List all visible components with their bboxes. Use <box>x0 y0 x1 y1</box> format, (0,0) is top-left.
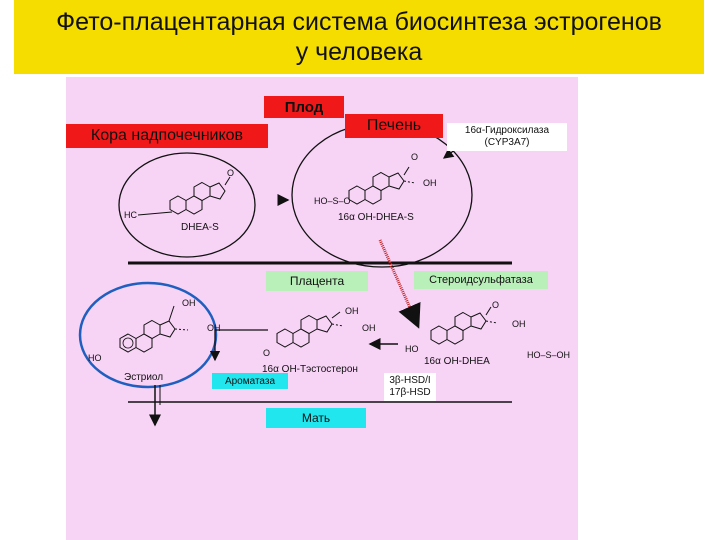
chem-oh-label-testo-17: OH <box>345 306 359 316</box>
oh-testosterone-structure <box>277 311 344 347</box>
chem-oh-label-placenta: OH <box>512 319 526 329</box>
arrow-sulfatase <box>378 239 421 329</box>
hydroxylase-label-line1: 16α-Гидроксилаза <box>464 125 550 136</box>
molecule-oh-dhea-s-label: 16α OH-DHEA-S <box>338 212 414 223</box>
aromatase-label: Ароматаза <box>212 373 288 389</box>
arrow-aromatase <box>209 329 268 362</box>
hydroxylase-label-line2: (CYP3A7) <box>484 137 530 148</box>
chem-oh-label-liver: OH <box>423 178 437 188</box>
molecule-estriol-label: Эстриол <box>124 372 163 383</box>
liver-label: Печень <box>345 114 443 138</box>
oh-dhea-structure <box>431 306 498 344</box>
chem-o-label-placenta: O <box>492 300 499 310</box>
chem-oh-label-estriol-17: OH <box>182 298 196 308</box>
adrenal-cortex-label: Кора надпочечников <box>66 124 268 148</box>
title-bar: Фето-плацентарная система биосинтеза эст… <box>14 0 704 74</box>
hydroxylase-label: 16α-Гидроксилаза (CYP3A7) <box>447 123 567 151</box>
free-sulfate-label: HO–S–OH <box>527 350 570 360</box>
liver-ellipse <box>291 122 473 268</box>
adrenal-cortex-ellipse <box>118 152 256 258</box>
chem-o-label: O <box>227 168 234 178</box>
page-title-line2: у человека <box>295 38 423 66</box>
page-title-line1: Фето-плацентарная система биосинтеза эст… <box>56 8 662 36</box>
chem-o-label-testo: O <box>263 348 270 358</box>
oh-dhea-s-structure <box>349 166 416 204</box>
placenta-label: Плацента <box>266 271 368 291</box>
chem-ho-label-estriol: HO <box>88 353 102 363</box>
hsd-label: 3β-HSD/I 17β-HSD <box>384 373 436 401</box>
chem-oh-label-estriol-16: OH <box>207 323 221 333</box>
chem-o-label-liver: O <box>411 152 418 162</box>
diagram-panel <box>66 77 578 540</box>
chem-oh-label-testo-16: OH <box>362 323 376 333</box>
dhea-s-sulfate-group: HC <box>124 210 137 220</box>
oh-dhea-s-sulfate-group: HO–S–O <box>314 196 351 206</box>
mother-label: Мать <box>266 408 366 428</box>
dhea-s-structure: O <box>170 168 234 214</box>
molecule-oh-testosterone-label: 16α OH-Тэстостерон <box>262 364 358 375</box>
molecule-oh-dhea-label: 16α OH-DHEA <box>424 356 490 367</box>
molecule-dhea-s-label: DHEA-S <box>181 222 219 233</box>
fetus-label: Плод <box>264 96 344 118</box>
chem-ho-label-oh-dhea: HO <box>405 344 419 354</box>
estriol-circle <box>78 281 218 389</box>
hsd-label-line2: 17β-HSD <box>389 387 431 398</box>
hsd-label-line1: 3β-HSD/I <box>389 375 431 386</box>
estriol-structure <box>119 305 189 353</box>
sulfatase-label: Стероидсульфатаза <box>414 271 548 289</box>
